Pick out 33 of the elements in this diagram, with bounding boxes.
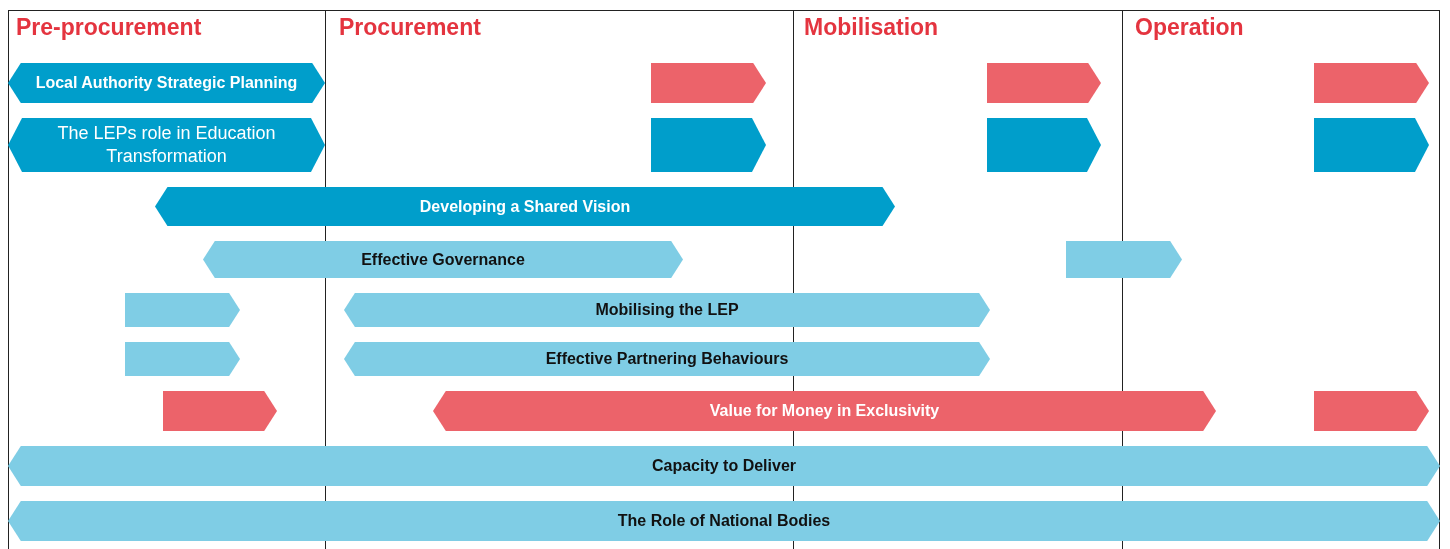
chevron-bar: [987, 63, 1101, 103]
double-arrow-bar: [8, 63, 325, 103]
bar-label: The LEPs role in Education Transformation: [56, 121, 277, 168]
double-arrow-bar: [344, 293, 990, 327]
chevron-bar: [1314, 63, 1429, 103]
bar-label: Value for Money in Exclusivity: [708, 401, 941, 422]
chevron-bar: [125, 293, 240, 327]
phase-heading: Operation: [1135, 14, 1244, 41]
chevron-bar: [1314, 391, 1429, 431]
bar-label: Mobilising the LEP: [594, 300, 740, 321]
double-arrow-bar: [8, 501, 1440, 541]
bar-label: Local Authority Strategic Planning: [34, 73, 299, 94]
double-arrow-bar: [344, 342, 990, 376]
double-arrow-bar: [8, 446, 1440, 486]
bar-label: The Role of National Bodies: [616, 511, 832, 532]
chevron-bar: [1314, 118, 1429, 172]
phase-heading: Procurement: [339, 14, 481, 41]
chevron-bar: [987, 118, 1101, 172]
double-arrow-bar: [203, 241, 683, 278]
double-arrow-bar: [8, 118, 325, 172]
double-arrow-bar: [433, 391, 1216, 431]
phase-heading: Pre-procurement: [16, 14, 202, 41]
chevron-bar: [1066, 241, 1182, 278]
bar-label: Capacity to Deliver: [650, 456, 798, 477]
bar-label: Effective Governance: [360, 249, 526, 270]
chevron-bar: [163, 391, 277, 431]
chevron-bar: [651, 63, 766, 103]
bar-label: Developing a Shared Vision: [418, 196, 632, 217]
phase-heading: Mobilisation: [804, 14, 939, 41]
double-arrow-bar: [155, 187, 895, 226]
chevron-bar: [651, 118, 766, 172]
bar-label: Effective Partnering Behaviours: [544, 349, 790, 370]
chevron-bar: [125, 342, 240, 376]
